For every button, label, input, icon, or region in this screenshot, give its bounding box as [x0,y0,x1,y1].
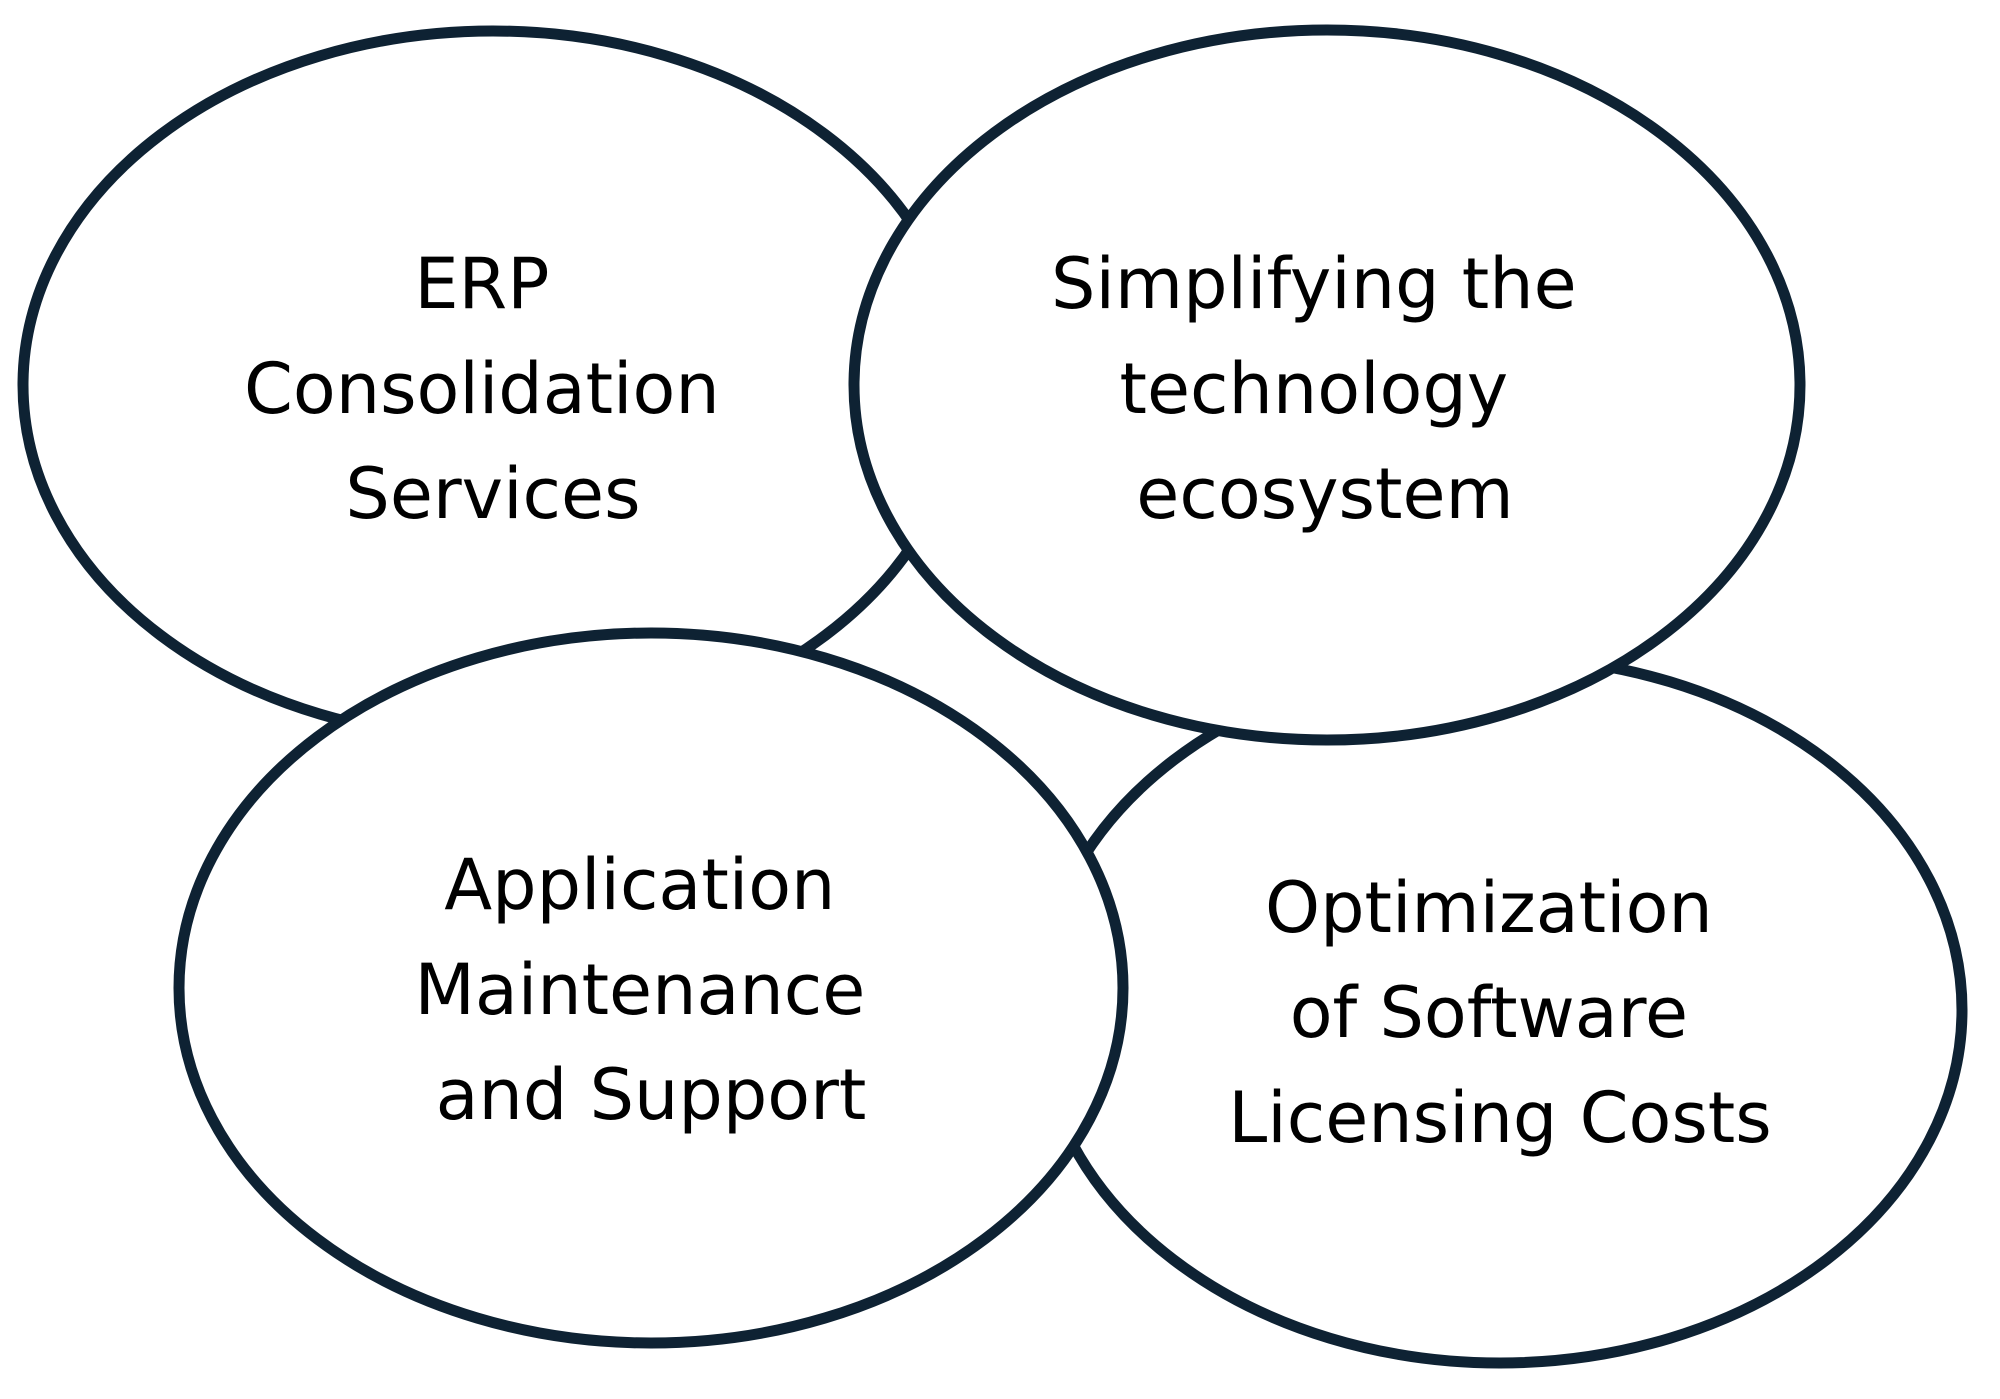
bubble-optimization-line-1: Optimization [1265,867,1713,949]
bubble-simplify: Simplifying the technology ecosystem [848,24,1806,746]
bubble-simplify-line-1: Simplifying the [1051,243,1577,325]
bubble-application: Application Maintenance and Support [173,627,1129,1349]
bubble-simplify-line-3: ecosystem [1136,453,1513,535]
bubble-erp-line-1: ERP [414,243,549,325]
bubble-application-ellipse [173,627,1129,1349]
bubble-application-line-1: Application [444,844,835,926]
bubble-erp: ERP Consolidation Services [17,25,969,745]
bubble-simplify-label: Simplifying the technology ecosystem [1051,243,1599,535]
bubble-optimization-line-3: Licensing Costs [1228,1077,1771,1159]
bubble-simplify-ellipse [848,24,1806,746]
bubble-erp-line-2: Consolidation [244,348,720,430]
bubble-optimization: Optimization of Software Licensing Costs [1032,651,1968,1369]
bubble-erp-label: ERP Consolidation Services [244,243,742,535]
bubble-simplify-line-2: technology [1120,348,1509,430]
bubble-erp-line-3: Services [345,453,640,535]
bubble-optimization-line-2: of Software [1290,972,1688,1054]
bubble-optimization-label: Optimization of Software Licensing Costs [1228,867,1771,1159]
bubble-application-label: Application Maintenance and Support [414,844,887,1136]
bubble-application-line-2: Maintenance [414,949,865,1031]
bubble-application-line-3: and Support [436,1054,867,1136]
